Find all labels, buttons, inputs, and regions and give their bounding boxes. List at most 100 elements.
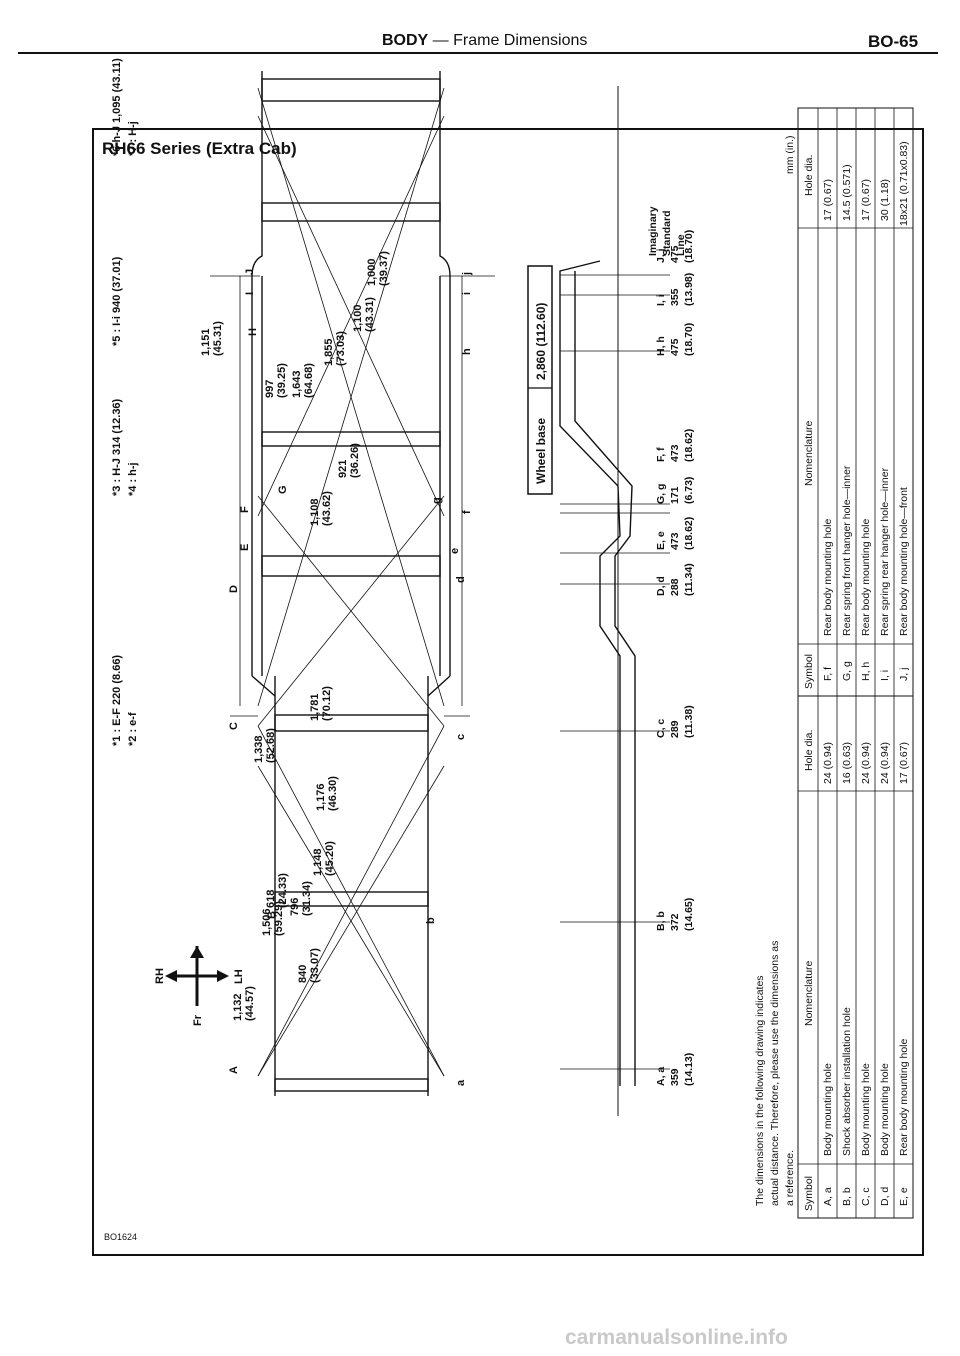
dim-1855-in: (73.03)	[335, 331, 347, 366]
header-section: BODY	[382, 32, 429, 49]
dim-1148-in: (45.20)	[324, 841, 336, 876]
cell: 17 (0.67)	[898, 742, 910, 784]
cell: Body mounting hole	[860, 1063, 872, 1156]
dim-618: 618	[265, 890, 277, 908]
h-in-i: (13.98)	[683, 273, 695, 306]
dim-1643-in: (64.68)	[303, 363, 315, 398]
cell: 24 (0.94)	[822, 742, 834, 784]
figure-frame	[92, 128, 924, 1256]
h-mm-c: 289	[669, 720, 681, 738]
cell: I, i	[879, 670, 891, 681]
dim-1781: 1,781	[309, 693, 321, 721]
rail-kink	[251, 675, 451, 697]
frame-top-view	[210, 71, 495, 1096]
pt-g: g	[431, 497, 443, 504]
h-sym-g: G, g	[655, 484, 667, 504]
th-symbol-right: Symbol	[803, 654, 815, 689]
cell: Shock absorber installation hole	[841, 1007, 853, 1156]
cell: Rear spring front hanger hole—inner	[841, 465, 853, 636]
cell: Body mounting hole	[822, 1063, 834, 1156]
dim-1000: 1,000	[366, 258, 378, 286]
h-in-g: (6.73)	[683, 477, 695, 504]
cell: C, c	[860, 1187, 872, 1206]
dim-1176-in: (46.30)	[327, 776, 339, 811]
cell: 17 (0.67)	[822, 179, 834, 221]
notes: *1 : E-F 220 (8.66) *2 : e-f *3 : H-J 31…	[111, 58, 139, 746]
cell: G, g	[841, 661, 853, 681]
dim-997: 997	[264, 380, 276, 398]
dim-1643: 1,643	[291, 370, 303, 398]
th-nomen-right: Nomenclature	[803, 420, 815, 486]
table-text: Symbol Nomenclature Hole dia. Symbol Nom…	[803, 141, 910, 1211]
h-sym-h: H, h	[655, 336, 667, 356]
note-1: *1 : E-F 220 (8.66)	[111, 655, 123, 746]
dim-921-in: (36.26)	[349, 443, 361, 478]
h-in-b: (14.65)	[683, 898, 695, 931]
note-4: *4 : h-j	[127, 462, 139, 496]
point-labels: A B C D E F G H I J a b c d e f g h i j	[228, 269, 473, 1086]
dim-1781-in: (70.12)	[321, 686, 333, 721]
pt-F: F	[239, 506, 251, 513]
note-7: *7 : H-j	[127, 121, 139, 156]
h-in-h: (18.70)	[683, 323, 695, 356]
h-in-a: (14.13)	[683, 1053, 695, 1086]
h-sym-e: E, e	[655, 531, 667, 550]
orientation-indicator	[165, 946, 229, 1006]
pt-e: e	[449, 548, 461, 554]
note-6: *6 h-J 1,095 (43.11)	[111, 58, 123, 156]
h-mm-g: 171	[669, 486, 681, 504]
dim-921: 921	[337, 460, 349, 478]
pt-i: i	[461, 292, 473, 295]
dim-840: 840	[297, 965, 309, 983]
fr-label: Fr	[192, 1014, 204, 1026]
page-number: BO-65	[868, 32, 919, 51]
h-mm-j: 475	[669, 245, 681, 263]
cell: H, h	[860, 662, 872, 681]
h-in-f: (18.62)	[683, 429, 695, 462]
pt-d: d	[455, 576, 467, 583]
cell: 18x21 (0.71x0.83)	[898, 141, 910, 226]
frame-side-view	[559, 86, 670, 1116]
dimension-lines	[210, 275, 495, 717]
h-in-e: (18.62)	[683, 517, 695, 550]
th-nomen-left: Nomenclature	[803, 960, 815, 1026]
note-5: *5 : I-i 940 (37.01)	[111, 256, 123, 346]
dim-796-in: (31.34)	[301, 881, 313, 916]
pt-C: C	[228, 722, 240, 730]
pt-E: E	[239, 544, 251, 551]
cell: 14.5 (0.571)	[841, 164, 853, 221]
note-block: The dimensions in the following drawing …	[754, 941, 796, 1206]
cell: D, d	[879, 1187, 891, 1206]
cell: E, e	[898, 1187, 910, 1206]
cell: Rear body mounting hole	[860, 519, 872, 636]
cell: Rear body mounting hole—front	[898, 487, 910, 636]
h-sym-b: B, b	[655, 911, 667, 931]
header-subtitle: Frame Dimensions	[453, 32, 588, 49]
h-sym-f: F, f	[655, 447, 667, 462]
cell: 30 (1.18)	[879, 179, 891, 221]
wheel-base-value: 2,860 (112.60)	[534, 303, 548, 380]
dim-1506: 1,506	[261, 908, 273, 936]
cell: 17 (0.67)	[860, 179, 872, 221]
h-in-d: (11.34)	[683, 563, 695, 596]
pt-H: H	[247, 328, 259, 336]
h-in-j: (18.70)	[683, 230, 695, 263]
std-line-3: Line	[675, 234, 687, 256]
dim-1132-in: (44.57)	[244, 986, 256, 1021]
cell: 24 (0.94)	[860, 742, 872, 784]
h-mm-b: 372	[669, 913, 681, 931]
dimension-labels: 1,132(44.57) 618(24.33) 796(31.34) 1,506…	[200, 251, 390, 1021]
dim-1151: 1,151	[200, 328, 212, 356]
h-sym-a: A, a	[655, 1067, 667, 1086]
dim-1176: 1,176	[315, 783, 327, 811]
header-rule	[18, 52, 938, 54]
pt-J: J	[244, 269, 256, 275]
rh-label: RH	[154, 968, 166, 984]
unit-label: mm (in.)	[784, 136, 796, 175]
pt-j: j	[461, 272, 473, 276]
dim-1506-in: (59.29)	[273, 901, 285, 936]
cell: B, b	[841, 1187, 853, 1206]
pt-h: h	[461, 348, 473, 355]
cell: Rear spring rear hanger hole—inner	[879, 467, 891, 636]
